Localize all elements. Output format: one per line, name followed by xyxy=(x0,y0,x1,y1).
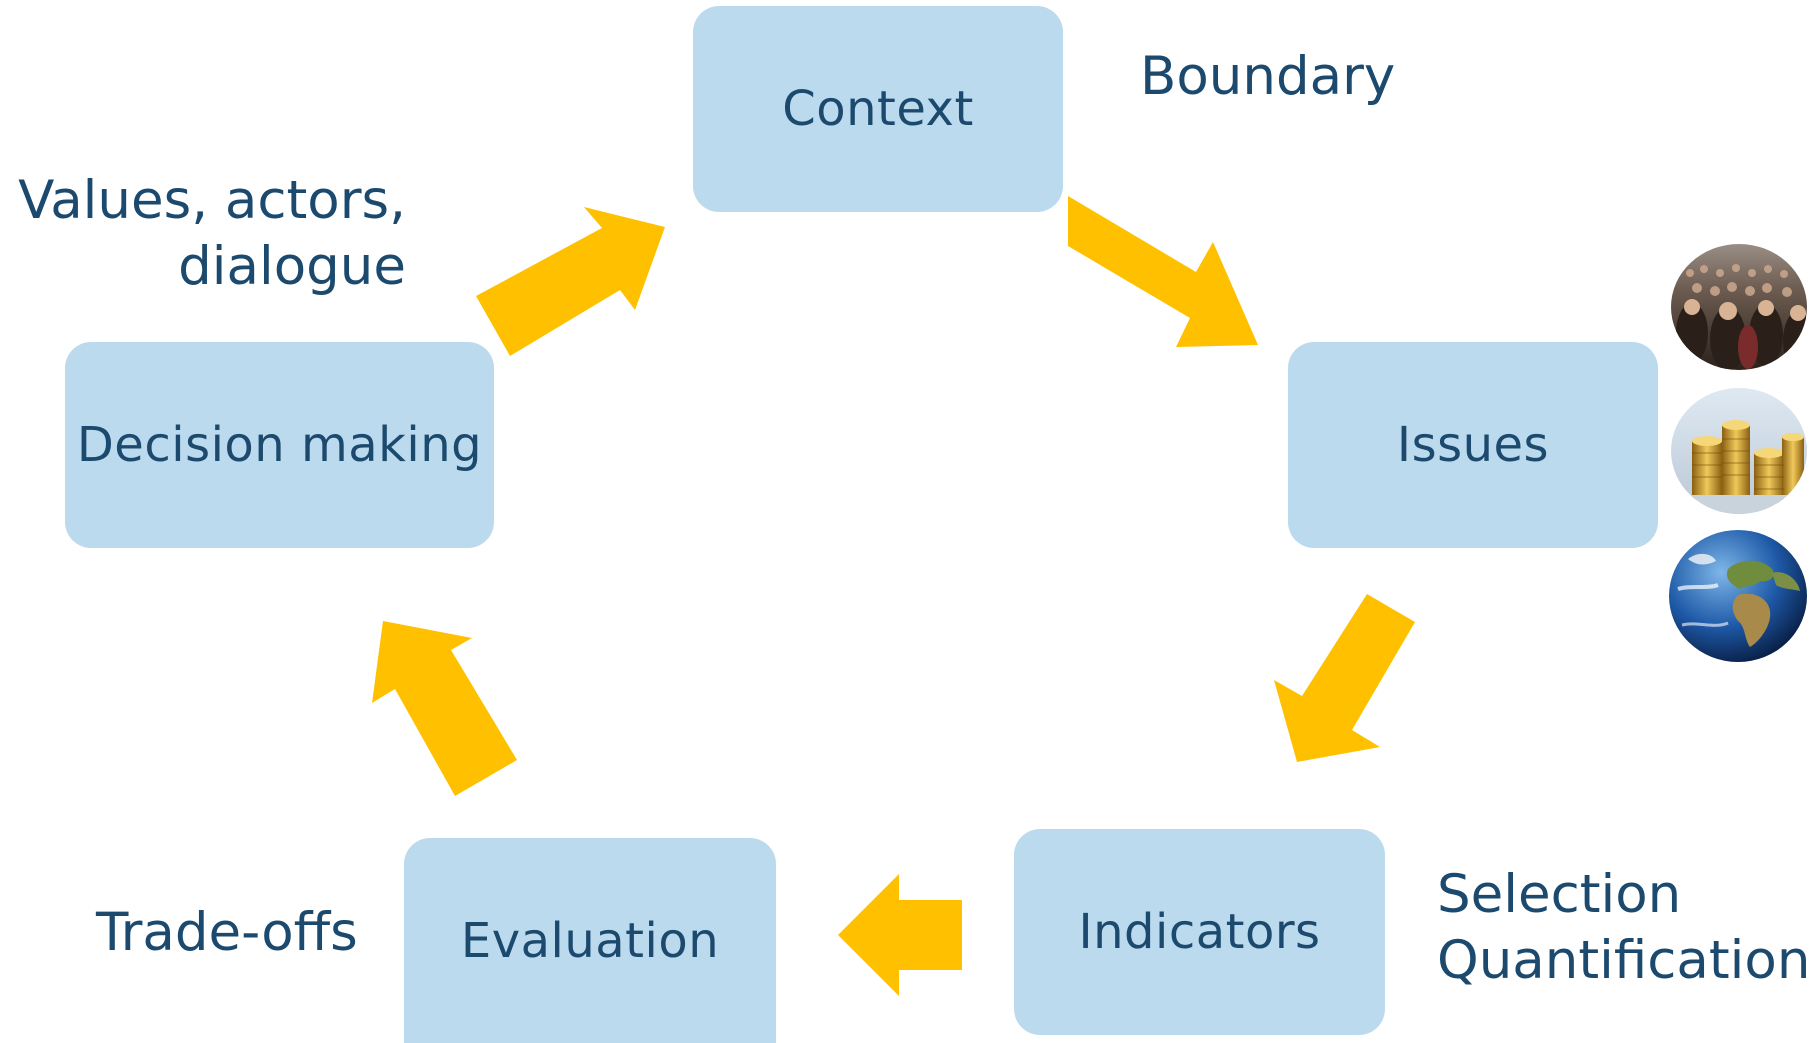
decision-making-label: Decision making xyxy=(76,417,483,473)
quantification-label: Quantification xyxy=(1437,930,1811,991)
evaluation-box: Evaluation xyxy=(404,838,776,1043)
indicators-label: Indicators xyxy=(1078,904,1321,960)
issues-label: Issues xyxy=(1396,417,1550,473)
arrow-decision-to-context xyxy=(476,207,665,356)
arrow-issues-to-indicators xyxy=(1274,594,1415,762)
context-label: Context xyxy=(782,81,974,137)
trade-offs-note: Trade-offs xyxy=(96,902,358,963)
context-box: Context xyxy=(693,6,1063,212)
earth-photo xyxy=(1669,530,1807,662)
coins-photo xyxy=(1671,388,1807,514)
indicators-box: Indicators xyxy=(1014,829,1385,1035)
selection-label: Selection xyxy=(1437,864,1682,925)
evaluation-label: Evaluation xyxy=(460,912,720,969)
values-note-line1: Values, actors, xyxy=(18,170,406,231)
crowd-photo xyxy=(1671,244,1807,370)
boundary-note: Boundary xyxy=(1140,46,1396,107)
issues-box: Issues xyxy=(1288,342,1658,548)
arrow-context-to-issues xyxy=(1068,196,1258,347)
selection-quantification-note: Selection Quantification xyxy=(1437,862,1810,994)
arrow-indicators-to-evaluation xyxy=(838,874,962,996)
values-note: Values, actors, dialogue xyxy=(8,168,406,300)
values-note-line2: dialogue xyxy=(178,236,406,297)
arrow-evaluation-to-decision xyxy=(372,621,517,796)
decision-making-box: Decision making xyxy=(65,342,494,548)
